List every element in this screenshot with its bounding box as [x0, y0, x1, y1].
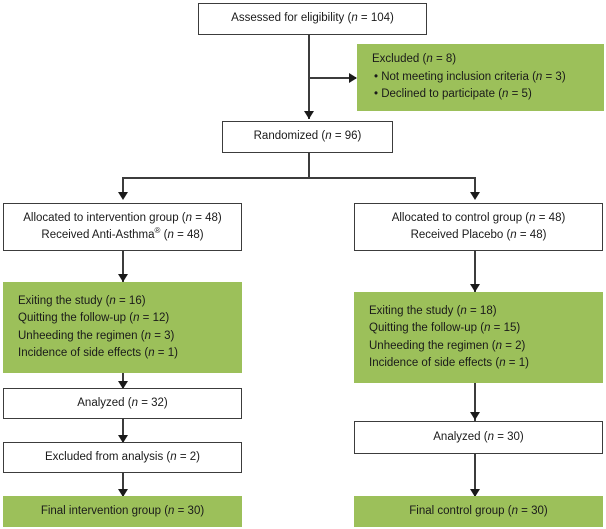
node-allocated-control-line-2: Received Placebo (n = 48)	[410, 229, 547, 241]
arrow-into-analyzed-control	[470, 412, 480, 420]
arrow-into-followup-intervention	[118, 274, 128, 282]
arrow-into-allocated-intervention	[118, 192, 128, 200]
node-analyzed-intervention: Analyzed (n = 32)	[3, 388, 242, 419]
connector-allocation-split-bar	[122, 177, 475, 179]
node-followup-control-line-3: Unheeding the regimen (n = 2)	[369, 339, 526, 352]
arrow-into-excluded	[349, 73, 357, 83]
connector-split-left	[122, 177, 124, 198]
connector-allocated-intervention-to-followup	[122, 251, 124, 282]
node-analyzed-intervention-label: Analyzed (n = 32)	[77, 396, 168, 409]
node-excluded-from-analysis: Excluded from analysis (n = 2)	[3, 442, 242, 473]
node-excluded-from-analysis-label: Excluded from analysis (n = 2)	[44, 450, 201, 463]
connector-to-excluded	[308, 77, 356, 79]
arrow-into-randomized	[304, 111, 314, 119]
node-followup-control-line-1: Exiting the study (n = 18)	[369, 304, 497, 317]
node-followup-intervention-line-1: Exiting the study (n = 16)	[18, 294, 146, 307]
node-final-intervention-group-label: Final intervention group (n = 30)	[40, 504, 205, 517]
node-final-control-group: Final control group (n = 30)	[354, 496, 603, 527]
node-excluded: Excluded (n = 8) • Not meeting inclusion…	[357, 44, 604, 111]
node-randomized-label: Randomized (n = 96)	[253, 130, 362, 143]
registered-trademark-icon: ®	[154, 226, 161, 236]
node-assessed-label: Assessed for eligibility (n = 104)	[231, 12, 394, 25]
node-followup-intervention-line-2: Quitting the follow-up (n = 12)	[18, 312, 170, 325]
node-assessed-for-eligibility: Assessed for eligibility (n = 104)	[198, 3, 427, 35]
node-allocated-intervention-line-2: Received Anti-Asthma® (n = 48)	[41, 226, 204, 241]
connector-split-right	[474, 177, 476, 198]
connector-analyzed-to-excluded-from-analysis	[122, 419, 124, 442]
node-allocated-control-line-1: Allocated to control group (n = 48)	[391, 211, 566, 224]
node-excluded-reason-1: • Not meeting inclusion criteria (n = 3)	[374, 70, 566, 83]
connector-followup-control-to-analyzed	[474, 383, 476, 421]
arrow-into-analyzed-intervention	[118, 381, 128, 389]
node-allocated-control: Allocated to control group (n = 48) Rece…	[354, 203, 603, 251]
node-final-control-group-label: Final control group (n = 30)	[409, 504, 548, 517]
arrow-into-followup-control	[470, 284, 480, 292]
node-followup-intervention-line-3: Unheeding the regimen (n = 3)	[18, 329, 175, 342]
arrow-into-final-intervention	[118, 489, 128, 497]
node-analyzed-control: Analyzed (n = 30)	[354, 421, 603, 454]
connector-to-final-control	[474, 454, 476, 496]
node-followup-intervention: Exiting the study (n = 16) Quitting the …	[3, 282, 242, 373]
node-followup-control-line-4: Incidence of side effects (n = 1)	[369, 356, 529, 369]
arrow-into-allocated-control	[470, 192, 480, 200]
connector-to-final-intervention	[122, 473, 124, 496]
arrow-into-excluded-from-analysis	[118, 435, 128, 443]
node-final-intervention-group: Final intervention group (n = 30)	[3, 496, 242, 527]
node-allocated-intervention: Allocated to intervention group (n = 48)…	[3, 203, 242, 251]
node-allocated-intervention-line-1: Allocated to intervention group (n = 48)	[23, 211, 222, 224]
connector-allocated-control-to-followup	[474, 251, 476, 292]
node-randomized: Randomized (n = 96)	[222, 121, 393, 153]
node-analyzed-control-label: Analyzed (n = 30)	[433, 430, 524, 443]
node-excluded-title: Excluded (n = 8)	[372, 53, 457, 66]
node-followup-control-line-2: Quitting the follow-up (n = 15)	[369, 322, 521, 335]
node-followup-intervention-line-4: Incidence of side effects (n = 1)	[18, 346, 178, 359]
node-followup-control: Exiting the study (n = 18) Quitting the …	[354, 292, 603, 383]
connector-randomized-stem	[308, 153, 310, 178]
node-excluded-reason-2: • Declined to participate (n = 5)	[374, 88, 532, 101]
arrow-into-final-control	[470, 489, 480, 497]
